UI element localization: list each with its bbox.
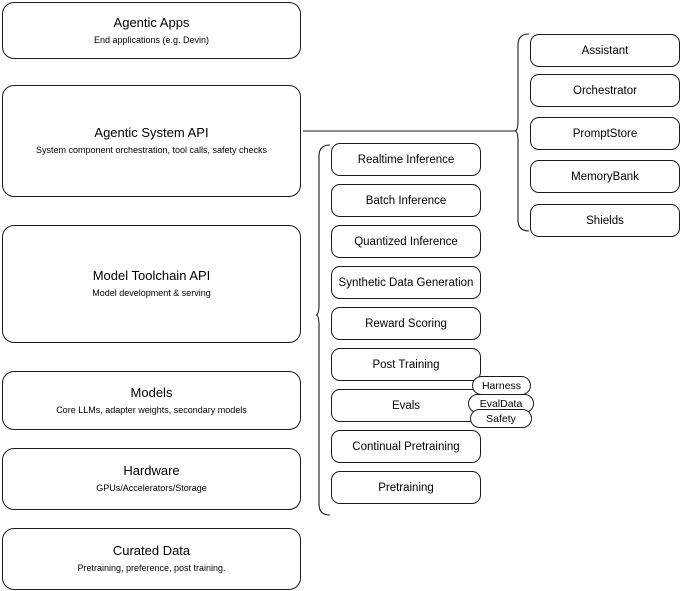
- toolchain-pill-batch-inference[interactable]: Batch Inference: [331, 184, 481, 217]
- toolchain-pill-quantized-inference[interactable]: Quantized Inference: [331, 225, 481, 258]
- pill-label: Safety: [486, 412, 516, 425]
- layer-subtitle: Model development & serving: [92, 288, 211, 299]
- pill-label: Post Training: [372, 358, 440, 371]
- brace-toolchain-components: [315, 144, 331, 516]
- pill-label: Harness: [481, 379, 522, 392]
- pill-label: Batch Inference: [365, 194, 447, 207]
- layer-title: Hardware: [123, 463, 180, 479]
- eval-subpill-harness[interactable]: Harness: [472, 376, 531, 395]
- toolchain-pill-evals[interactable]: Evals: [331, 389, 481, 422]
- pill-label: Synthetic Data Generation: [338, 276, 474, 289]
- toolchain-pill-realtime-inference[interactable]: Realtime Inference: [331, 143, 481, 176]
- system-pill-memorybank[interactable]: MemoryBank: [530, 160, 680, 193]
- pill-label: Realtime Inference: [357, 153, 455, 166]
- pill-label: Pretraining: [378, 481, 434, 494]
- layer-box-curated-data[interactable]: Curated Data Pretraining, preference, po…: [2, 528, 301, 590]
- toolchain-pill-reward-scoring[interactable]: Reward Scoring: [331, 307, 481, 340]
- pill-label: EvalData: [479, 397, 523, 410]
- pill-label: MemoryBank: [571, 170, 639, 183]
- layer-title: Models: [130, 384, 173, 400]
- system-pill-promptstore[interactable]: PromptStore: [530, 117, 680, 150]
- system-pill-shields[interactable]: Shields: [530, 204, 680, 237]
- layer-subtitle: GPUs/Accelerators/Storage: [96, 483, 207, 494]
- pill-label: Assistant: [581, 44, 629, 57]
- pill-label: Continual Pretraining: [352, 440, 460, 453]
- layer-box-model-toolchain-api[interactable]: Model Toolchain API Model development & …: [2, 225, 301, 343]
- layer-box-hardware[interactable]: Hardware GPUs/Accelerators/Storage: [2, 448, 301, 510]
- pill-label: Quantized Inference: [354, 235, 458, 248]
- layer-box-agentic-apps[interactable]: Agentic Apps End applications (e.g. Devi…: [2, 2, 301, 59]
- layer-box-models[interactable]: Models Core LLMs, adapter weights, secon…: [2, 371, 301, 430]
- layer-box-agentic-system-api[interactable]: Agentic System API System component orch…: [2, 85, 301, 197]
- eval-subpill-safety[interactable]: Safety: [470, 409, 532, 428]
- system-pill-orchestrator[interactable]: Orchestrator: [530, 74, 680, 107]
- pill-label: PromptStore: [572, 127, 638, 140]
- pill-label: Shields: [586, 214, 624, 227]
- layer-title: Curated Data: [112, 543, 191, 559]
- toolchain-pill-pretraining[interactable]: Pretraining: [331, 471, 481, 504]
- toolchain-pill-continual-pretraining[interactable]: Continual Pretraining: [331, 430, 481, 463]
- layer-title: Agentic Apps: [113, 14, 190, 30]
- layer-title: Model Toolchain API: [92, 268, 211, 284]
- pill-label: Orchestrator: [573, 84, 637, 97]
- layer-subtitle: End applications (e.g. Devin): [93, 34, 210, 45]
- system-pill-assistant[interactable]: Assistant: [530, 34, 680, 67]
- brace-system-components: [514, 33, 530, 232]
- pill-label: Evals: [391, 399, 421, 412]
- layer-subtitle: Pretraining, preference, post training.: [77, 563, 226, 574]
- layer-subtitle: Core LLMs, adapter weights, secondary mo…: [56, 404, 247, 415]
- pill-label: Reward Scoring: [365, 317, 447, 330]
- toolchain-pill-synthetic-data-generation[interactable]: Synthetic Data Generation: [331, 266, 481, 299]
- layer-subtitle: System component orchestration, tool cal…: [35, 145, 268, 156]
- layer-title: Agentic System API: [94, 125, 209, 141]
- toolchain-pill-post-training[interactable]: Post Training: [331, 348, 481, 381]
